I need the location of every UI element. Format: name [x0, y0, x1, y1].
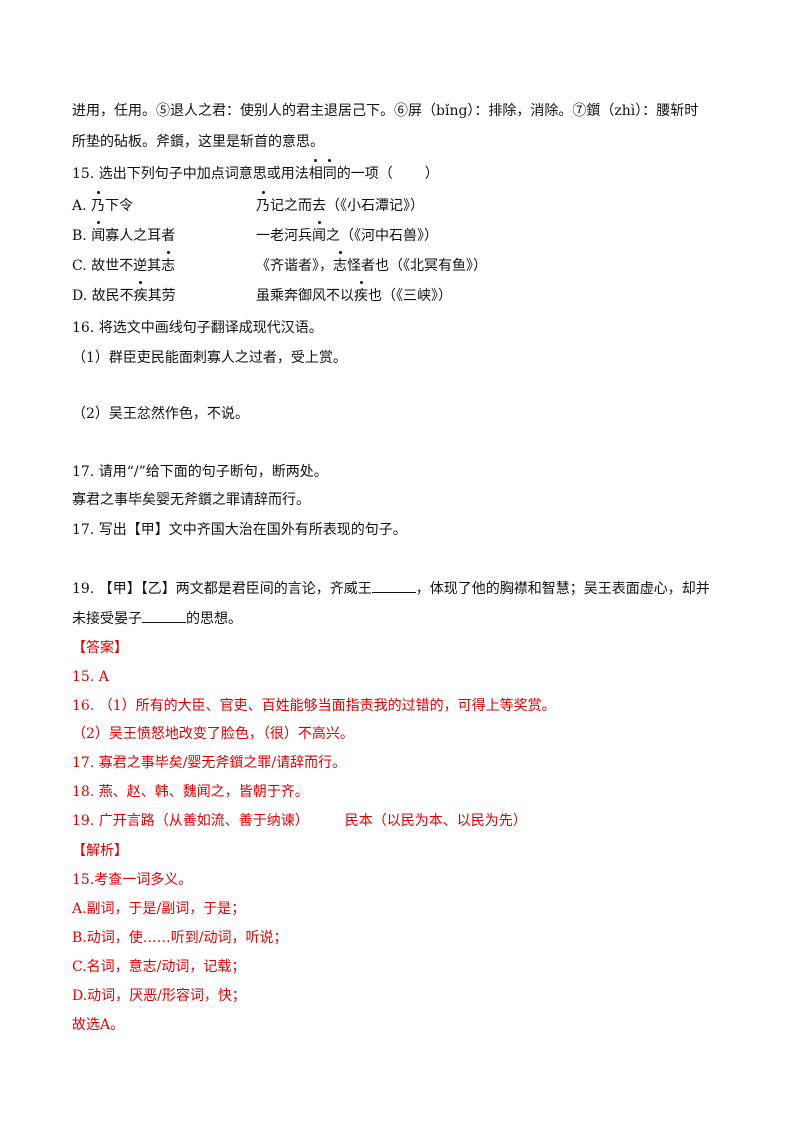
answer-19-part-1: 19. 广开言路（从善如流、善于纳谏）: [72, 813, 309, 829]
q19-text-1: 19. 【甲】【乙】两文都是君臣间的言论，齐威王: [72, 581, 372, 597]
option-right-text: 一老河兵闻之（《河中石兽》）: [256, 221, 438, 246]
option-label: D.: [72, 288, 88, 304]
text-pre: 《齐谐者》，: [256, 258, 333, 274]
dotted-char: 闻: [312, 221, 326, 244]
q18-stem: 17. 写出【甲】文中齐国大治在国外有所表现的句子。: [72, 522, 407, 538]
option-label: B.: [72, 228, 87, 244]
text-post: 记之而去（《小石潭记》）: [270, 198, 424, 214]
dotted-char: 乃: [256, 191, 270, 214]
q15-option-c: C. 故世不逆其志 《齐谐者》，志怪者也（《北冥有鱼》）: [72, 251, 672, 276]
dotted-char: 乃: [91, 191, 106, 214]
q19-text-2: ，体现了他的胸襟和智慧；吴王表面虚心，却并: [415, 581, 710, 597]
dotted-char: 志: [333, 251, 347, 274]
text-pre: 故世不逆其: [91, 258, 162, 274]
text-pre: 一老河兵: [256, 228, 312, 244]
notes-line-1: 进用，任用。⑤退人之君：使别人的君主退居己下。⑥屏（bǐng）：排除，消除。⑦鑕…: [72, 103, 699, 119]
analysis-header: 【解析】: [72, 843, 128, 859]
dotted-char: 疾: [354, 281, 368, 304]
option-label: C.: [72, 258, 87, 274]
q16-sentence-1: （1）群臣吏民能面刺寡人之过者，受上赏。: [72, 350, 347, 366]
q17-sentence: 寡君之事毕矣婴无斧鑕之罪请辞而行。: [72, 492, 310, 508]
text-pre: 故民不: [91, 288, 134, 304]
q19-text-4: 的思想。: [186, 611, 242, 627]
text-post: 寡人之耳者: [105, 228, 176, 244]
q19-line-1: 19. 【甲】【乙】两文都是君臣间的言论，齐威王 ，体现了他的胸襟和智慧；吴王表面…: [72, 578, 710, 599]
analysis-line-2: A.副词，于是/副词，于是；: [72, 901, 246, 917]
option-left-text: 故民不疾其劳: [91, 281, 176, 304]
q15-dotted-char-2: 同: [322, 159, 337, 182]
q15-option-d: D. 故民不疾其劳 虽乘奔御风不以疾也（《三峡》）: [72, 281, 672, 306]
text-post: 也（《三峡》）: [368, 288, 452, 304]
text-post: 其劳: [147, 288, 176, 304]
q15-option-b: B. 闻寡人之耳者 一老河兵闻之（《河中石兽》）: [72, 221, 672, 246]
option-right-text: 《齐谐者》，志怪者也（《北冥有鱼》）: [256, 251, 487, 276]
answer-header: 【答案】: [72, 640, 128, 656]
fill-in-blank: [142, 608, 186, 623]
q15-option-a: A. 乃下令 乃记之而去（《小石潭记》）: [72, 191, 672, 216]
option-label: A.: [72, 198, 87, 214]
dotted-char: 闻: [91, 221, 106, 244]
option-right-text: 虽乘奔御风不以疾也（《三峡》）: [256, 281, 452, 306]
answer-16-1: 16. （1）所有的大臣、官吏、百姓能够当面指责我的过错的，可得上等奖赏。: [72, 698, 556, 714]
analysis-line-6: 故选A。: [72, 1017, 125, 1033]
fill-in-blank: [371, 578, 416, 593]
analysis-line-4: C.名词，意志/动词，记载；: [72, 959, 246, 975]
q19-text-3: 未接受晏子: [72, 611, 142, 627]
option-right-text: 乃记之而去（《小石潭记》）: [256, 191, 424, 216]
analysis-line-1: 15.考查一词多义。: [72, 872, 193, 888]
option-left-text: 闻寡人之耳者: [91, 221, 176, 244]
answer-16-2: （2）吴王愤怒地改变了脸色，（很）不高兴。: [72, 726, 354, 742]
q15-stem-text-2: 的一项（: [336, 166, 393, 182]
text-post: 之（《河中石兽》）: [326, 228, 438, 244]
answer-18: 18. 燕、赵、韩、魏闻之，皆朝于齐。: [72, 784, 309, 800]
text-post: 怪者也（《北冥有鱼》）: [347, 258, 487, 274]
text-post: 下令: [105, 198, 134, 214]
answer-19-part-2: 民本（以民为本、以民为先）: [344, 813, 527, 829]
q15-stem: 15. 选出下列句子中加点词意思或用法相同的一项（ ）: [72, 159, 439, 184]
text-pre: 虽乘奔御风不以: [256, 288, 354, 304]
answer-15: 15. A: [72, 669, 109, 685]
q15-dotted-char-1: 相: [308, 159, 323, 182]
q15-stem-text: 15. 选出下列句子中加点词意思或用法: [72, 166, 309, 182]
notes-line-2: 所垫的砧板。斧鑕，这里是斩首的意思。: [72, 134, 324, 150]
dotted-char: 疾: [133, 281, 148, 304]
analysis-line-5: D.动词，厌恶/形容词，快；: [72, 988, 246, 1004]
option-left-text: 乃下令: [91, 191, 134, 214]
q15-stem-text-3: ）: [424, 166, 439, 182]
answer-19: 19. 广开言路（从善如流、善于纳谏） 民本（以民为本、以民为先）: [72, 811, 527, 831]
q16-stem: 16. 将选文中画线句子翻译成现代汉语。: [72, 320, 323, 336]
analysis-line-3: B.动词，使……听到/动词，听说；: [72, 930, 288, 946]
answer-17: 17. 寡君之事毕矣/婴无斧鑕之罪/请辞而行。: [72, 755, 347, 771]
q16-sentence-2: （2）吴王忿然作色，不说。: [72, 406, 249, 422]
q19-line-2: 未接受晏子 的思想。: [72, 608, 242, 629]
option-left-text: 故世不逆其志: [91, 251, 176, 274]
q17-stem: 17. 请用“/”给下面的句子断句，断两处。: [72, 464, 328, 480]
dotted-char: 志: [161, 251, 176, 274]
